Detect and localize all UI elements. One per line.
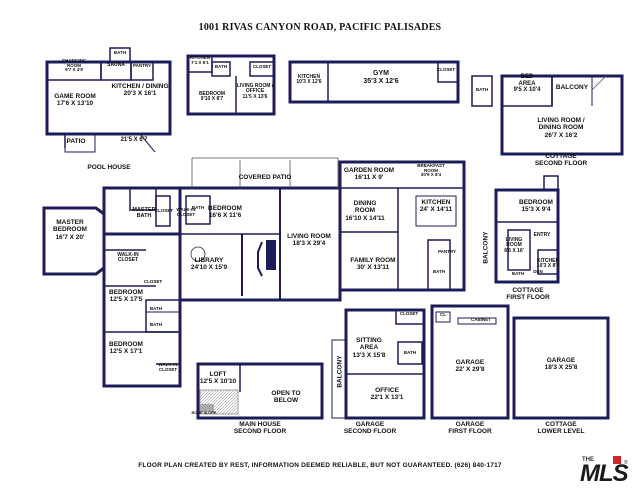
roof-slope-marker: [200, 404, 214, 412]
floor-plan-credit: FLOOR PLAN CREATED BY REST, INFORMATION …: [138, 462, 502, 469]
garage-first-floor-plan: [430, 304, 510, 420]
main-house-plan: [42, 160, 466, 388]
pool-house-plan: [45, 47, 172, 153]
covered-patio-outline: [191, 157, 339, 188]
main-house-second-floor-plan: [196, 362, 324, 420]
mls-logo: THE MLS ®: [580, 456, 632, 490]
property-title: 1001 RIVAS CANYON ROAD, PACIFIC PALISADE…: [198, 22, 442, 33]
cottage-lower-level-plan: [512, 316, 610, 420]
spiral-stair: [190, 246, 206, 262]
logo-the: THE: [582, 457, 594, 463]
cottage-first-floor-plan: [494, 175, 560, 284]
logo-registered: ®: [624, 460, 628, 466]
logo-accent: [613, 456, 621, 464]
fireplace-hearth: [257, 241, 263, 277]
garage-second-floor-plan: [331, 308, 426, 420]
cottage-second-floor-plan: [500, 74, 624, 156]
gym-plan: [288, 60, 493, 107]
logo-mls: MLS: [580, 460, 629, 487]
fireplace: [266, 240, 276, 270]
guest-suite-plan: [186, 54, 276, 116]
